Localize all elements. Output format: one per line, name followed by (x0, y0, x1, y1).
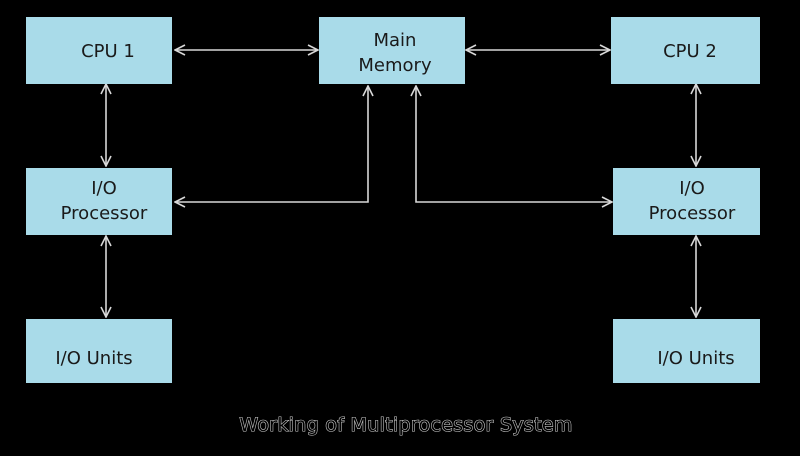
node-io-processor-right-line2: Processor (649, 203, 736, 224)
node-main-memory: Main Memory (319, 17, 465, 84)
node-cpu2: CPU 2 (611, 17, 760, 84)
edges (106, 50, 696, 317)
node-io-processor-left-line1: I/O (91, 178, 117, 199)
node-main-memory-label-line1: Main (374, 30, 417, 51)
edge-ioproc-left-memory (175, 86, 368, 202)
node-io-units-right-label: I/O Units (657, 348, 734, 369)
node-io-units-left-label: I/O Units (55, 348, 132, 369)
node-cpu1: CPU 1 (26, 17, 172, 84)
node-io-units-right: I/O Units (613, 319, 760, 383)
node-main-memory-label-line2: Memory (358, 55, 432, 76)
node-io-processor-right: I/O Processor (613, 168, 760, 235)
diagram-caption: Working of Multiprocessor System (239, 414, 572, 436)
node-cpu2-label: CPU 2 (663, 41, 717, 62)
node-cpu1-label: CPU 1 (81, 41, 135, 62)
node-io-processor-right-line1: I/O (679, 178, 705, 199)
edge-memory-ioproc-right (416, 86, 612, 202)
node-io-processor-left-line2: Processor (61, 203, 148, 224)
node-io-processor-left: I/O Processor (26, 168, 172, 235)
node-io-units-left: I/O Units (26, 319, 172, 383)
